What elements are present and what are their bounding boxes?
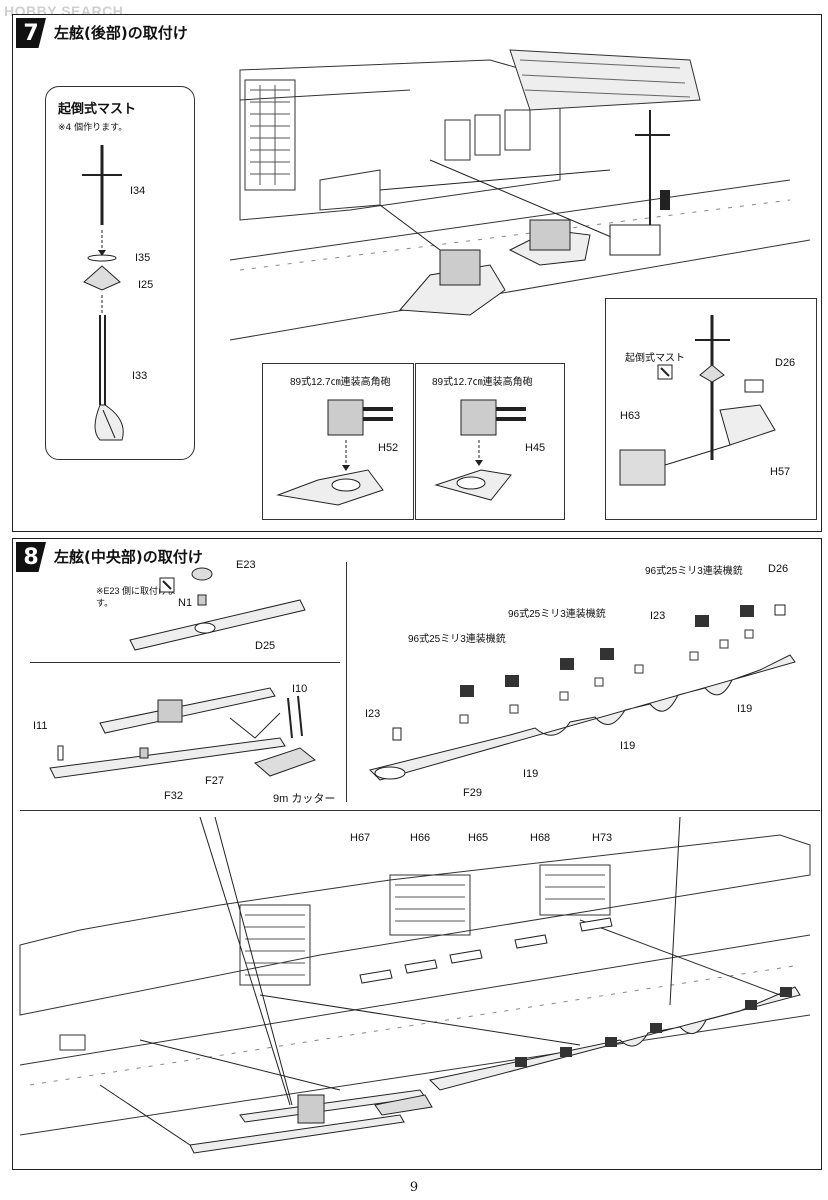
part-label-i10: I10 bbox=[292, 683, 308, 695]
part-label-i19-c: I19 bbox=[523, 768, 539, 780]
gun-label-2: 96式25ミリ3連装機銃 bbox=[508, 609, 606, 620]
part-label-i34: I34 bbox=[130, 185, 146, 197]
part-label-n1: N1 bbox=[178, 597, 193, 609]
mast-exploded-drawing bbox=[82, 145, 124, 441]
part-label-i23-b: I23 bbox=[365, 708, 381, 720]
part-label-h73: H73 bbox=[592, 832, 613, 844]
gun-panel-right-drawing bbox=[434, 399, 526, 501]
part-label-i19-a: I19 bbox=[737, 703, 753, 715]
part-label-f32: F32 bbox=[164, 790, 183, 802]
part-label-i11: I11 bbox=[33, 720, 48, 732]
step-8-title: 左舷(中央部)の取付け bbox=[54, 548, 203, 566]
hull-center-drawing bbox=[19, 816, 811, 1154]
upper-left-drawing bbox=[129, 567, 306, 651]
part-label-i33: I33 bbox=[132, 370, 148, 382]
gun-label-1: 96式25ミリ3連装機銃 bbox=[408, 634, 506, 645]
part-label-e23: E23 bbox=[236, 559, 256, 571]
part-label-h66: H66 bbox=[410, 832, 431, 844]
part-label-i23-a: I23 bbox=[650, 610, 666, 622]
step-7-title: 左舷(後部)の取付け bbox=[54, 24, 188, 42]
step-8-number: 8 bbox=[16, 542, 46, 572]
lower-left-drawing bbox=[49, 687, 317, 779]
part-label-h57: H57 bbox=[770, 466, 791, 478]
gun-panel-left-title: 89式12.7㎝連装高角砲 bbox=[290, 377, 391, 388]
part-label-h45: H45 bbox=[525, 442, 546, 454]
mast-panel-drawing bbox=[619, 315, 776, 486]
gun-panel-right-title: 89式12.7㎝連装高角砲 bbox=[432, 377, 533, 388]
step8-vertical-divider bbox=[346, 562, 347, 802]
bottom-divider-line bbox=[20, 810, 820, 811]
left-divider-line bbox=[30, 662, 340, 663]
cutter-label: 9m カッター bbox=[273, 793, 336, 805]
part-label-h67: H67 bbox=[350, 832, 371, 844]
part-label-f29: F29 bbox=[463, 787, 482, 799]
gun-panel-left-drawing bbox=[276, 399, 393, 506]
hull-rear-drawing bbox=[229, 49, 811, 341]
part-label-h52: H52 bbox=[378, 442, 399, 454]
part-label-d26-b: D26 bbox=[768, 563, 789, 575]
part-label-i25: I25 bbox=[138, 279, 154, 291]
part-label-h63: H63 bbox=[620, 410, 641, 422]
part-label-d26-a: D26 bbox=[775, 357, 796, 369]
part-label-d25: D25 bbox=[255, 640, 276, 652]
mast-panel-label: 起倒式マスト bbox=[625, 353, 685, 364]
mast-inset-note: ※4 個作ります。 bbox=[58, 123, 128, 133]
part-label-i35: I35 bbox=[135, 252, 151, 264]
part-label-i19-b: I19 bbox=[620, 740, 636, 752]
page-number: 9 bbox=[409, 1180, 419, 1195]
mast-inset-title: 起倒式マスト bbox=[58, 102, 137, 117]
gun-label-3: 96式25ミリ3連装機銃 bbox=[645, 566, 743, 577]
part-label-h68: H68 bbox=[530, 832, 551, 844]
part-label-h65: H65 bbox=[468, 832, 489, 844]
e23-note: ※E23 側に取付けます。 bbox=[96, 586, 177, 608]
mast-inset bbox=[45, 86, 195, 460]
gun-rail-drawing bbox=[369, 604, 796, 781]
part-label-f27: F27 bbox=[205, 775, 224, 787]
